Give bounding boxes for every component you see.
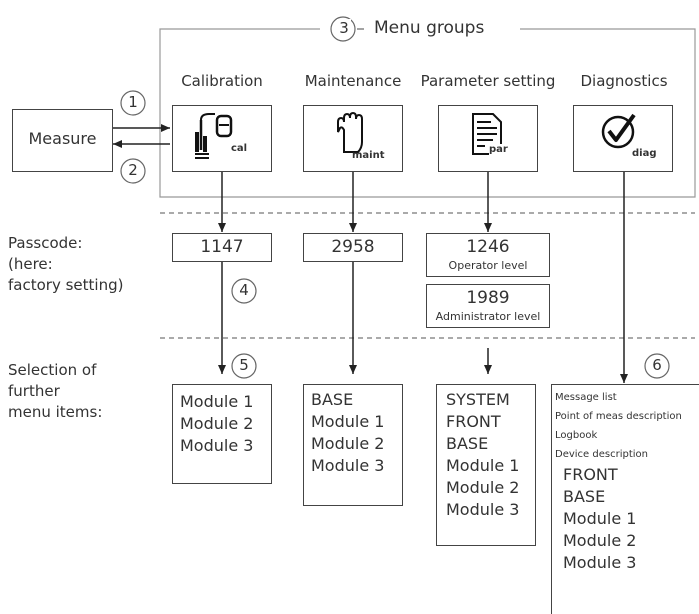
admin-passcode-box: 1989 Administrator level xyxy=(426,284,550,328)
list-item[interactable]: Module 3 xyxy=(563,553,637,572)
step-2-circle xyxy=(120,158,146,184)
selection-label-line-1: Selection of xyxy=(8,361,97,379)
step-1-number: 1 xyxy=(128,93,138,111)
list-item[interactable]: BASE xyxy=(311,390,354,409)
parameter-icon-label: par xyxy=(489,144,508,155)
list-item[interactable]: BASE xyxy=(446,434,489,453)
parameter-menu-items: SYSTEM FRONT BASE Module 1 Module 2 Modu… xyxy=(436,384,536,546)
passcode-label-line-2: (here: xyxy=(8,255,53,273)
list-item[interactable]: Module 2 xyxy=(311,434,385,453)
step-2-number: 2 xyxy=(128,161,138,179)
list-item[interactable]: Device description xyxy=(555,449,648,460)
operator-level-label: Operator level xyxy=(448,259,528,272)
maintenance-menu-items: BASE Module 1 Module 2 Module 3 xyxy=(303,384,403,506)
step-6-circle xyxy=(644,353,670,379)
list-item[interactable]: Logbook xyxy=(555,430,598,441)
passcode-label-line-1: Passcode: xyxy=(8,234,83,252)
diagnostics-button[interactable]: diag xyxy=(573,105,673,172)
list-item[interactable]: Module 1 xyxy=(563,509,637,528)
hand-icon xyxy=(337,112,363,153)
list-item[interactable]: Point of meas description xyxy=(555,411,682,422)
step-4-number: 4 xyxy=(239,281,249,299)
calibration-passcode: 1147 xyxy=(200,237,244,257)
selection-label-line-2: further xyxy=(8,382,60,400)
maintenance-passcode: 2958 xyxy=(331,237,375,257)
list-item[interactable]: FRONT xyxy=(563,465,618,484)
parameter-setting-button[interactable]: par xyxy=(438,105,538,172)
list-item[interactable]: Module 1 xyxy=(180,392,254,411)
calibration-icon xyxy=(195,113,233,159)
list-item[interactable]: Module 1 xyxy=(311,412,385,431)
admin-passcode: 1989 xyxy=(466,288,510,308)
measure-box[interactable]: Measure xyxy=(12,109,113,172)
parameter-setting-title: Parameter setting xyxy=(420,72,556,90)
selection-label-line-3: menu items: xyxy=(8,403,103,421)
menu-groups-number: 3 xyxy=(337,19,351,37)
admin-level-label: Administrator level xyxy=(435,310,541,323)
list-item[interactable]: Module 2 xyxy=(180,414,254,433)
diagnostics-menu-items: Message list Point of meas description L… xyxy=(551,384,699,614)
checkmark-icon xyxy=(601,113,636,149)
calibration-passcode-box: 1147 xyxy=(172,233,272,262)
list-item[interactable]: Module 2 xyxy=(446,478,520,497)
maintenance-title: Maintenance xyxy=(304,72,402,90)
step-5-number: 5 xyxy=(239,356,249,374)
step-1-circle xyxy=(120,90,146,116)
diagnostics-title: Diagnostics xyxy=(580,72,668,90)
list-item[interactable]: BASE xyxy=(563,487,606,506)
calibration-title: Calibration xyxy=(181,72,263,90)
calibration-icon-label: cal xyxy=(231,143,248,154)
calibration-button[interactable]: cal xyxy=(172,105,272,172)
list-item[interactable]: Module 3 xyxy=(446,500,520,519)
step-4-circle xyxy=(231,278,257,304)
maintenance-button[interactable]: maint xyxy=(303,105,403,172)
list-item[interactable]: Message list xyxy=(555,392,617,403)
list-item[interactable]: Module 1 xyxy=(446,456,520,475)
list-item[interactable]: Module 2 xyxy=(563,531,637,550)
passcode-label-line-3: factory setting) xyxy=(8,276,124,294)
calibration-menu-items: Module 1 Module 2 Module 3 xyxy=(172,384,272,484)
menu-groups-frame xyxy=(159,28,696,198)
step-6-number: 6 xyxy=(652,356,662,374)
maintenance-passcode-box: 2958 xyxy=(303,233,403,262)
diagnostics-icon-label: diag xyxy=(632,148,657,159)
step-5-circle xyxy=(231,353,257,379)
maintenance-icon-label: maint xyxy=(352,150,385,161)
operator-passcode: 1246 xyxy=(466,237,510,257)
list-item[interactable]: Module 3 xyxy=(180,436,254,455)
list-item[interactable]: Module 3 xyxy=(311,456,385,475)
menu-groups-title: Menu groups xyxy=(368,18,491,38)
list-item[interactable]: SYSTEM xyxy=(446,390,510,409)
list-item[interactable]: FRONT xyxy=(446,412,501,431)
operator-passcode-box: 1246 Operator level xyxy=(426,233,550,277)
measure-label: Measure xyxy=(28,129,97,148)
